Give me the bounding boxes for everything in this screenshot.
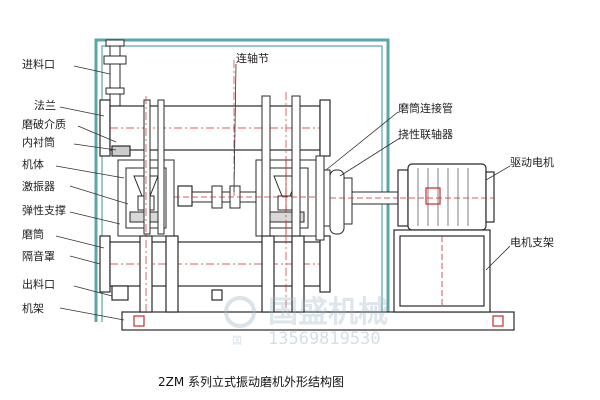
part-labels: 进料口 法兰 磨破介质 内衬筒 机体 激振器 弹性支撑 磨筒 隔音罩 出料口 机… (22, 51, 554, 315)
label-tube-connector: 磨筒连接管 (398, 101, 453, 115)
drive-motor (397, 163, 495, 231)
watermark: 国盛机械 国 13569819530 (224, 295, 388, 349)
watermark-brand: 国盛机械 (268, 295, 388, 330)
label-discharge-outlet: 出料口 (22, 277, 55, 291)
label-sound-cover: 隔音罩 (22, 249, 55, 263)
label-liner: 内衬筒 (22, 135, 55, 149)
shaft-joint (174, 185, 316, 209)
label-feed-inlet: 进料口 (22, 57, 55, 71)
label-flex-coupling: 挠性联轴器 (398, 127, 453, 141)
label-grinding-media: 磨破介质 (22, 117, 66, 131)
watermark-logo-icon (224, 296, 256, 328)
sound-cover-housing (94, 38, 390, 322)
label-motor-bracket: 电机支架 (510, 235, 554, 249)
right-posts (261, 235, 305, 313)
label-flange: 法兰 (34, 98, 56, 112)
leader-lines (55, 63, 511, 321)
label-elastic-support: 弹性支撑 (22, 203, 66, 217)
label-drive-motor: 驱动电机 (510, 155, 554, 169)
diagram-caption: 2ZM 系列立式振动磨机外形结构图 (158, 374, 344, 389)
label-body: 机体 (22, 157, 44, 171)
frame-base (121, 311, 515, 331)
flexible-coupling (329, 169, 400, 235)
label-frame: 机架 (22, 301, 44, 315)
label-grinding-tube: 磨筒 (22, 227, 44, 241)
label-exciter: 激振器 (22, 179, 55, 193)
watermark-phone: 13569819530 (268, 329, 381, 349)
watermark-prefix: 国 (232, 335, 242, 347)
motor-bracket (393, 229, 491, 313)
label-shaft-joint: 连轴节 (236, 51, 269, 65)
